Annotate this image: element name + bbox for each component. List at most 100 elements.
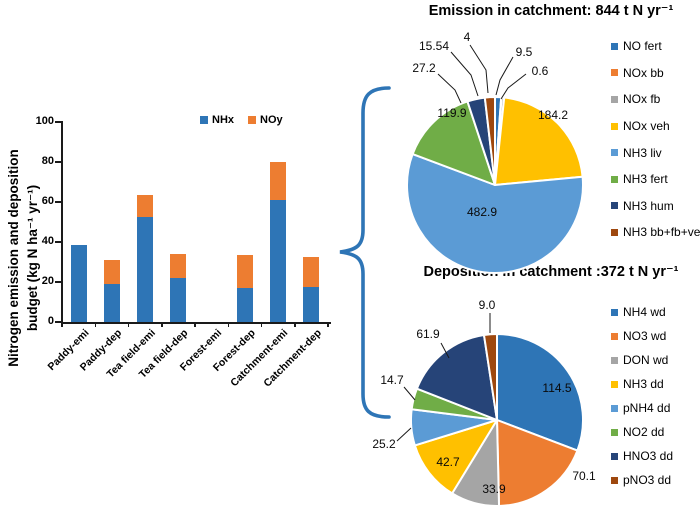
bar-segment-nhx-tea-field-dep [170, 278, 187, 322]
pie-value-label-no3-wd: 70.1 [572, 469, 596, 483]
bar-legend-label: NOy [260, 114, 283, 126]
pie-slice-nox-bb [494, 96, 503, 186]
legend-item-hno3-dd: HNO3 dd [611, 444, 673, 468]
legend-label: NOx veh [623, 119, 670, 134]
legend-swatch-nox-veh [611, 122, 618, 130]
legend-item-no-fert: NO fert [611, 33, 700, 60]
legend-item-nox-bb: NOx bb [611, 60, 700, 87]
label-leader-line [495, 56, 514, 96]
legend-swatch-nox-bb [611, 69, 618, 77]
bar-segment-noy-catchment-emi [270, 162, 287, 200]
y-axis-tick [55, 121, 61, 123]
label-leader-line [403, 386, 416, 401]
legend-swatch-no2-dd [611, 428, 618, 436]
legend-swatch-nh3-liv [611, 149, 618, 157]
legend-label: NO fert [623, 39, 662, 54]
pie-value-label-nox-veh: 184.2 [537, 108, 569, 122]
y-axis-tick-label: 20 [41, 275, 54, 287]
pie-slice-nh3-bb-fb-veh [483, 96, 496, 186]
pie-value-label-no-fert: 9.5 [515, 45, 533, 59]
pie-value-label-nox-bb: 0.6 [531, 64, 549, 78]
legend-swatch-pno3-dd [611, 476, 618, 484]
legend-item-nh3-liv: NH3 liv [611, 139, 700, 166]
label-leader-line [469, 44, 489, 94]
bar-legend-label: NHx [212, 114, 235, 126]
pie-slice-nox-fb [494, 96, 506, 186]
label-leader-line [500, 73, 527, 100]
bar-segment-nhx-tea-field-emi [137, 217, 154, 322]
y-axis-tick [55, 241, 61, 243]
x-axis-tick [161, 322, 163, 327]
legend-item-no2-dd: NO2 dd [611, 420, 673, 444]
x-axis-tick [194, 322, 196, 327]
legend-swatch-hno3-dd [611, 452, 618, 460]
pie-slice-nh3-hum [466, 96, 496, 186]
pie-slice-pnh4-dd [410, 408, 498, 447]
legend-item-pnh4-dd: pNH4 dd [611, 396, 673, 420]
bar-legend: NHx NOy [200, 114, 283, 126]
bar-y-axis-title-line1: Nitrogen emission and deposition [6, 149, 21, 367]
legend-item-nh4-wd: NH4 wd [611, 300, 673, 324]
bar-y-axis-title: Nitrogen emission and deposition budget … [4, 108, 44, 408]
legend-item-nox-veh: NOx veh [611, 113, 700, 140]
label-leader-line [396, 427, 412, 442]
legend-item-nox-fb: NOx fb [611, 86, 700, 113]
legend-swatch-no3-wd [611, 332, 618, 340]
deposition-pie-title: Deposition in catchment :372 t N yr⁻¹ [423, 264, 679, 280]
pie-slice-no-fert [494, 96, 503, 186]
legend-swatch-no-fert [611, 42, 618, 50]
legend-label: NOx fb [623, 92, 661, 107]
y-axis-tick [55, 201, 61, 203]
curly-brace [339, 86, 391, 419]
pie-value-label-nh4-wd: 114.5 [542, 381, 572, 395]
bar-legend-item-nhx: NHx [200, 114, 234, 126]
legend-label: NH3 liv [623, 145, 662, 160]
x-axis-tick [227, 322, 229, 327]
legend-item-nh3-bb-fb-veh: NH3 bb+fb+veh [611, 219, 700, 246]
legend-label: NH3 hum [623, 198, 674, 213]
legend-label: NO3 wd [623, 329, 667, 343]
legend-item-pno3-dd: pNO3 dd [611, 468, 673, 492]
emission-pie-title: Emission in catchment: 844 t N yr⁻¹ [428, 3, 674, 19]
legend-item-no3-wd: NO3 wd [611, 324, 673, 348]
pie-value-label-pno3-dd: 9.0 [478, 298, 496, 312]
bar-segment-noy-paddy-dep [103, 260, 120, 284]
pie-value-label-nh3-dd: 42.7 [436, 455, 460, 469]
x-axis-label-text: Catchment-emi [228, 327, 291, 390]
legend-item-nh3-dd: NH3 dd [611, 372, 673, 396]
bar-legend-item-noy: NOy [248, 114, 283, 126]
y-axis-tick-label: 100 [35, 115, 54, 127]
y-axis-tick [55, 321, 61, 323]
bar-segment-nhx-paddy-dep [103, 284, 120, 322]
legend-label: pNO3 dd [623, 473, 672, 487]
pie-value-label-nh3-hum: 27.2 [412, 61, 436, 75]
pie-slice-hno3-dd [415, 333, 498, 421]
bar-segment-noy-tea-field-dep [170, 254, 187, 278]
legend-label: NOx bb [623, 65, 664, 80]
bar-segment-noy-forest-dep [236, 255, 253, 288]
bar-y-axis-title-line2: budget (kg N ha⁻¹ yr⁻¹) [25, 184, 40, 332]
bar-segment-noy-tea-field-emi [137, 195, 154, 217]
x-axis-tick [127, 322, 130, 327]
bar-segment-noy-catchment-dep [303, 257, 320, 287]
pie-value-label-pnh4-dd: 25.2 [372, 437, 396, 451]
label-leader-line [440, 342, 450, 359]
legend-item-nh3-hum: NH3 hum [611, 193, 700, 220]
noy-legend-swatch [248, 116, 257, 124]
legend-label: NH3 dd [623, 377, 664, 391]
legend-label: NH3 bb+fb+veh [623, 225, 700, 240]
legend-label: pNH4 dd [623, 401, 671, 415]
pie-value-label-hno3-dd: 61.9 [416, 327, 440, 341]
bar-segment-nhx-catchment-dep [303, 287, 320, 322]
pie-value-label-nox-fb: 4 [463, 30, 471, 44]
y-axis-tick [55, 281, 61, 283]
x-axis-tick [260, 322, 263, 327]
legend-label: DON wd [623, 353, 669, 367]
pie-value-label-nh3-fert: 119.9 [437, 106, 467, 120]
pie-value-label-nh3-bb-fb-veh: 15.54 [418, 39, 450, 53]
y-axis-tick [55, 161, 61, 163]
x-axis-tick [294, 322, 296, 327]
